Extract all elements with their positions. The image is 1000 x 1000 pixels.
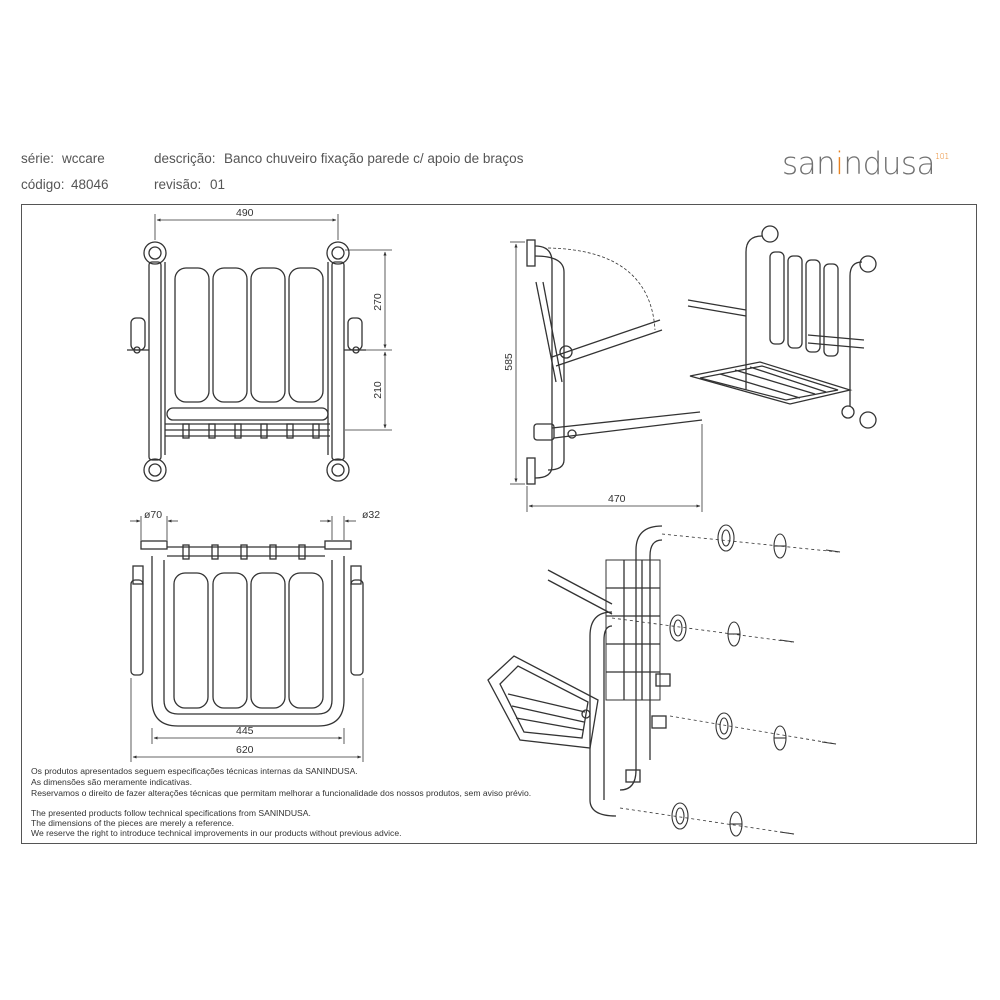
dim-depth-side: 470 <box>608 493 626 505</box>
dim-height-lower: 210 <box>372 381 384 399</box>
fixing-kit-icon <box>611 524 841 837</box>
dim-seat-width: 445 <box>236 725 254 737</box>
descricao-value: Banco chuveiro fixação parede c/ apoio d… <box>224 151 524 166</box>
note-pt-1: Os produtos apresentados seguem especifi… <box>31 766 358 776</box>
note-pt-2: As dimensões são meramente indicativas. <box>31 777 192 787</box>
isometric-view <box>687 225 877 429</box>
dim-flange-diameter: ø70 <box>144 509 162 521</box>
drawing-frame <box>21 204 977 844</box>
side-view <box>526 239 703 485</box>
note-pt-3: Reservamos o direito de fazer alterações… <box>31 788 532 798</box>
descricao-label: descrição: <box>154 151 216 166</box>
note-en-3: We reserve the right to introduce techni… <box>31 828 402 838</box>
dim-width-top: 490 <box>236 207 254 219</box>
top-view <box>130 540 364 727</box>
front-view <box>127 241 366 482</box>
codigo-label: código: <box>21 177 65 192</box>
sanindusa-logo: sanindusa101 <box>782 146 949 182</box>
serie-value: wccare <box>62 151 105 166</box>
revisao-value: 01 <box>210 177 226 192</box>
dim-height-side: 585 <box>503 353 515 371</box>
note-en-2: The dimensions of the pieces are merely … <box>31 818 235 828</box>
wall-flange-icon <box>143 241 350 482</box>
dim-tube-diameter: ø32 <box>362 509 380 521</box>
revisao-label: revisão: <box>154 177 202 192</box>
serie-label: série: <box>21 151 55 166</box>
exploded-view <box>487 525 671 817</box>
dim-total-width: 620 <box>236 744 254 756</box>
dim-height-upper: 270 <box>372 293 384 311</box>
note-en-1: The presented products follow technical … <box>31 808 311 818</box>
codigo-value: 48046 <box>71 177 109 192</box>
